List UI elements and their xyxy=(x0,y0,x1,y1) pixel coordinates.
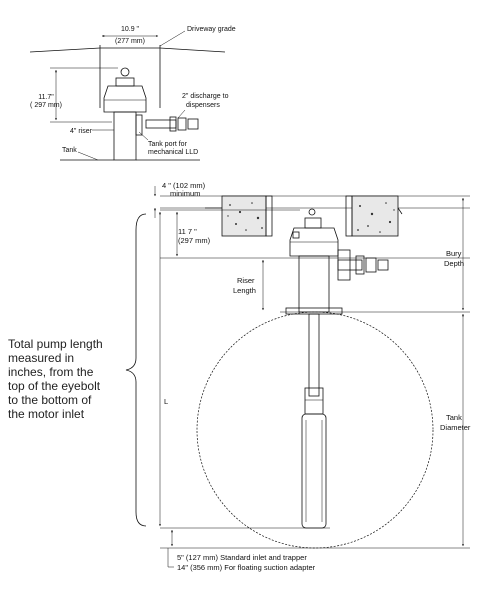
column-pipe xyxy=(308,313,320,397)
main-height-mm: (297 mm) xyxy=(178,236,211,245)
riser-label: 4" riser xyxy=(70,128,93,135)
note-line-5: to the bottom of xyxy=(8,393,92,407)
discharge-label-1: 2" discharge to xyxy=(182,93,229,100)
min-depth-label: minimum xyxy=(170,189,200,198)
pump-coupling xyxy=(304,387,324,415)
top-pump-neck xyxy=(115,77,135,87)
riser-length-label-2: Length xyxy=(233,286,256,295)
note-line-4: top of the eyebolt xyxy=(8,379,101,393)
tank-outline xyxy=(196,311,434,549)
top-pump-head xyxy=(103,85,147,113)
main-riser xyxy=(298,255,330,313)
main-installation-view: 4 " (102 mm) minimum 11 7 " (297 mm) xyxy=(154,181,471,572)
top-installation-view: 10.9 " (277 mm) Driveway grade 11.7" ( 2… xyxy=(29,26,236,161)
bottom-note-standard: 5" (127 mm) Standard inlet and trapper xyxy=(177,553,307,562)
top-width-mm: (277 mm) xyxy=(115,38,145,45)
note-line-2: measured in xyxy=(8,351,74,365)
concrete-texture xyxy=(227,202,395,233)
submersible-motor xyxy=(301,413,327,529)
bury-depth-label-2: Depth xyxy=(444,259,464,268)
note-line-3: inches, from the xyxy=(8,365,94,379)
top-riser xyxy=(113,111,137,161)
tank-diameter-label-2: Diameter xyxy=(440,423,471,432)
top-tank-port xyxy=(135,114,143,136)
main-eyebolt-icon xyxy=(308,208,316,216)
discharge-label-2: dispensers xyxy=(186,102,220,109)
concrete-slab-left xyxy=(221,195,267,237)
tank-port-label-2: mechanical LLD xyxy=(148,149,198,156)
riser-flange xyxy=(285,307,343,315)
pump-length-label: L xyxy=(164,397,168,406)
note-brace xyxy=(125,213,147,527)
top-height-mm: ( 297 mm) xyxy=(30,102,62,109)
manhole-sleeve-right xyxy=(345,195,353,237)
top-discharge-pipe xyxy=(145,119,177,129)
main-pump-neck xyxy=(304,217,322,229)
top-height-in: 11.7" xyxy=(38,94,54,101)
tank-port-label-1: Tank port for xyxy=(148,141,188,148)
min-depth-in: 4 " (102 mm) xyxy=(162,181,206,190)
manhole-sleeve-left xyxy=(265,195,273,237)
tank-label: Tank xyxy=(62,147,77,154)
note-line-1: Total pump length xyxy=(8,337,103,351)
pump-length-note: Total pump length measured in inches, fr… xyxy=(8,213,147,527)
bury-depth-label-1: Bury xyxy=(446,249,462,258)
driveway-leader xyxy=(159,30,186,47)
top-eyebolt-icon xyxy=(120,67,130,77)
driveway-grade-label: Driveway grade xyxy=(187,26,236,33)
riser-length-label-1: Riser xyxy=(237,276,255,285)
bottom-note-floating: 14" (356 mm) For floating suction adapte… xyxy=(177,563,316,572)
top-width-in: 10.9 " xyxy=(121,26,140,33)
driveway-grade-line xyxy=(29,47,226,53)
ground-line-right xyxy=(397,207,403,215)
tank-diameter-label-1: Tank xyxy=(446,413,462,422)
note-line-6: the motor inlet xyxy=(8,407,85,421)
main-height-in: 11 7 " xyxy=(178,227,197,236)
